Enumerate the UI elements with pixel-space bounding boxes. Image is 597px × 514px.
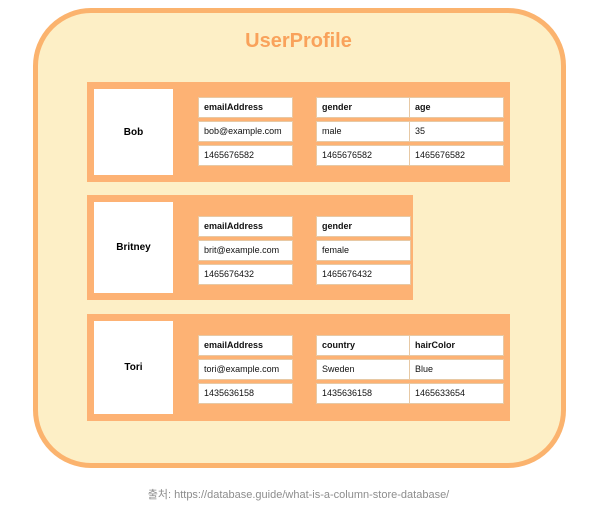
column-timestamp: 1465676432 [198,264,293,285]
row-britney: Britney emailAddress brit@example.com 14… [87,195,413,300]
column-value: Blue [409,359,504,380]
column-timestamp: 1465676582 [316,145,411,166]
column-timestamp: 1435636158 [316,383,411,404]
column-name: country [316,335,411,356]
column-name: emailAddress [198,97,293,118]
row-bob: Bob emailAddress bob@example.com 1465676… [87,82,510,182]
source-caption: 출처: https://database.guide/what-is-a-col… [147,489,450,501]
column-value: female [316,240,411,261]
column-value: bob@example.com [198,121,293,142]
column-name: emailAddress [198,335,293,356]
column-timestamp: 1465676582 [198,145,293,166]
column-value: tori@example.com [198,359,293,380]
column-timestamp: 1465676582 [409,145,504,166]
column-value: Sweden [316,359,411,380]
row-tori: Tori emailAddress tori@example.com 14356… [87,314,510,421]
column-timestamp: 1435636158 [198,383,293,404]
column-value: brit@example.com [198,240,293,261]
column-timestamp: 1465676432 [316,264,411,285]
column-name: gender [316,97,411,118]
column-name: gender [316,216,411,237]
column-name: age [409,97,504,118]
row-key: Britney [94,202,173,293]
column-value: male [316,121,411,142]
column-name: hairColor [409,335,504,356]
column-value: 35 [409,121,504,142]
diagram-title: UserProfile [245,30,352,52]
column-timestamp: 1465633654 [409,383,504,404]
row-key: Tori [94,321,173,414]
column-name: emailAddress [198,216,293,237]
row-key: Bob [94,89,173,175]
